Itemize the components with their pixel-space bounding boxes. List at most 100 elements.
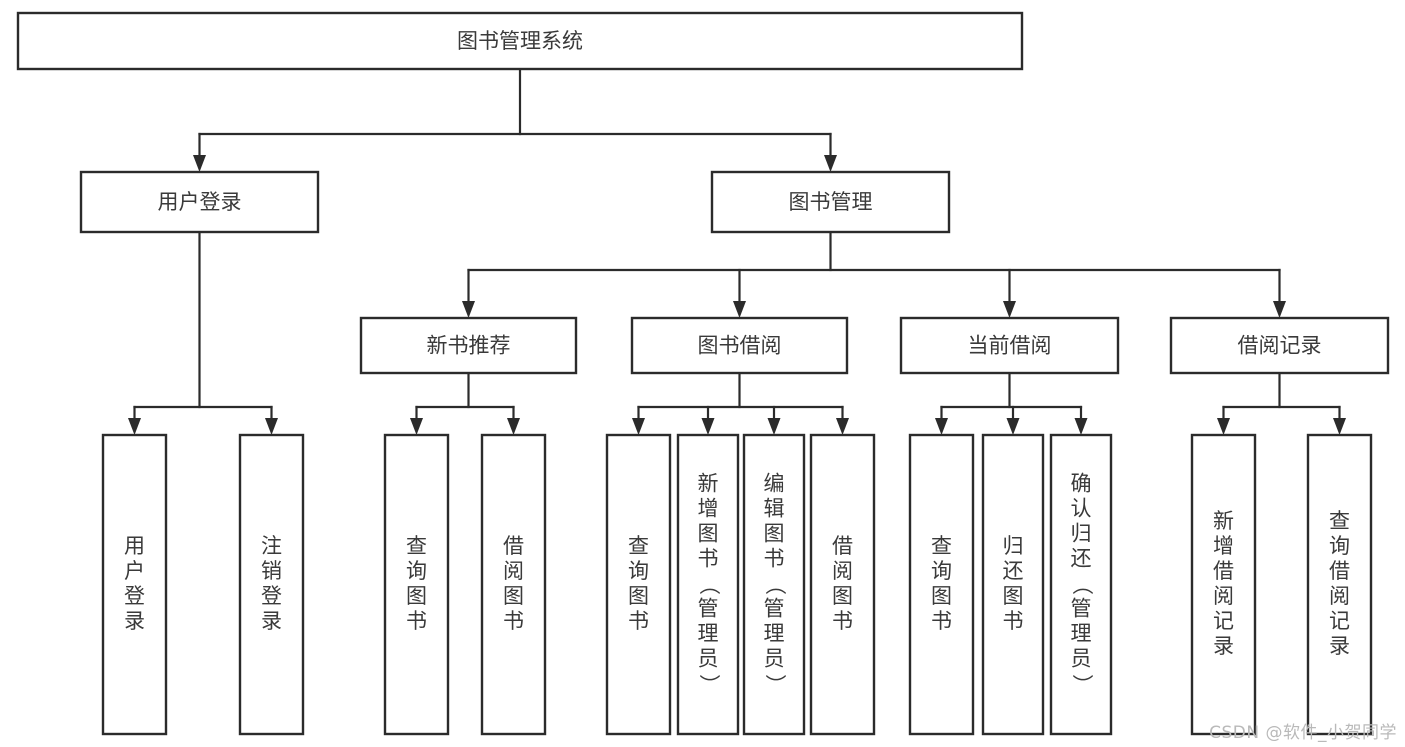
node-box[interactable]	[1169, 316, 1390, 375]
node-box[interactable]	[16, 11, 1024, 71]
node-box[interactable]	[1190, 433, 1257, 736]
node-label-char: 新	[698, 472, 719, 496]
node-label-char: 阅	[832, 559, 853, 583]
arrow-head-icon	[462, 301, 475, 318]
node-label-char: 销	[261, 559, 282, 583]
node-label-char: 图	[698, 522, 719, 546]
node-label-char: 员	[764, 647, 785, 671]
node-root[interactable]: 图书管理系统	[16, 11, 1024, 71]
node-label-char: 归	[1003, 534, 1024, 558]
node-box[interactable]	[605, 433, 672, 736]
node-label-char: 图	[1003, 584, 1024, 608]
node-label-char: 确	[1071, 472, 1092, 496]
node-box[interactable]	[79, 170, 320, 234]
node-user-login[interactable]: 用户登录	[79, 170, 320, 234]
node-book-borrow[interactable]: 图书借阅	[630, 316, 849, 375]
node-label-char: 借	[1329, 559, 1350, 583]
node-box[interactable]	[908, 433, 975, 736]
node-new-book-recommend[interactable]: 新书推荐	[359, 316, 578, 375]
arrow-head-icon	[935, 418, 948, 435]
node-box[interactable]	[359, 316, 578, 375]
node-box[interactable]	[1049, 433, 1113, 736]
connector-group	[935, 371, 1088, 435]
node-label-char: 新	[1213, 509, 1234, 533]
node-label: 新书推荐	[427, 334, 511, 358]
node-label-char: ）	[763, 674, 787, 695]
node-label-char: 查	[628, 534, 649, 558]
node-label-char: 管	[1071, 597, 1092, 621]
node-label-char: 阅	[1329, 584, 1350, 608]
node-box[interactable]	[676, 433, 740, 736]
node-box[interactable]	[630, 316, 849, 375]
node-current-borrow[interactable]: 当前借阅	[899, 316, 1120, 375]
node-box[interactable]	[899, 316, 1120, 375]
node-label-char: 询	[1329, 534, 1350, 558]
node-label-char: 阅	[503, 559, 524, 583]
node-label-char: ）	[1070, 674, 1094, 695]
node-label-char: 员	[1071, 647, 1092, 671]
node-label-char: 录	[1329, 634, 1350, 658]
node-box[interactable]	[809, 433, 876, 736]
node-book-manage[interactable]: 图书管理	[710, 170, 951, 234]
node-box[interactable]	[101, 433, 168, 736]
node-label: 用户登录	[158, 190, 242, 214]
arrow-head-icon	[836, 418, 849, 435]
node-label-char: 书	[931, 609, 952, 633]
node-label-char: （	[1070, 574, 1094, 595]
node-leaf-user-login[interactable]: 用户登录	[101, 433, 168, 736]
node-label-char: 借	[503, 534, 524, 558]
node-label-char: 书	[1003, 609, 1024, 633]
node-label-char: 录	[1213, 634, 1234, 658]
node-box[interactable]	[1306, 433, 1373, 736]
node-label-char: 注	[261, 534, 282, 558]
node-label-char: 阅	[1213, 584, 1234, 608]
node-box[interactable]	[238, 433, 305, 736]
node-label-char: 用	[124, 534, 145, 558]
node-label: 图书管理	[789, 190, 873, 214]
node-label-char: ）	[697, 674, 721, 695]
node-label-char: 书	[628, 609, 649, 633]
node-box[interactable]	[480, 433, 547, 736]
node-box[interactable]	[710, 170, 951, 234]
node-label-char: 员	[698, 647, 719, 671]
arrow-head-icon	[701, 418, 715, 435]
arrow-head-icon	[265, 418, 278, 435]
arrow-head-icon	[1217, 418, 1230, 435]
node-box[interactable]	[742, 433, 806, 736]
node-label-char: 查	[406, 534, 427, 558]
node-box[interactable]	[383, 433, 450, 736]
node-label-char: 编	[764, 472, 785, 496]
node-label-char: 查	[931, 534, 952, 558]
node-label-char: 书	[698, 547, 719, 571]
node-label-char: 书	[832, 609, 853, 633]
arrow-head-icon	[193, 155, 206, 172]
node-box[interactable]	[981, 433, 1045, 736]
node-label-char: 图	[764, 522, 785, 546]
node-label-char: （	[763, 574, 787, 595]
node-label-char: 图	[406, 584, 427, 608]
node-label-char: 理	[698, 622, 719, 646]
node-label-char: 还	[1003, 559, 1024, 583]
arrow-head-icon	[1074, 418, 1088, 435]
connector-layer	[128, 67, 1346, 435]
node-label-char: 归	[1071, 522, 1092, 546]
node-label-char: 询	[406, 559, 427, 583]
node-label-char: 查	[1329, 509, 1350, 533]
arrow-head-icon	[1003, 301, 1016, 318]
connector-group	[632, 371, 849, 435]
node-label-char: 录	[261, 609, 282, 633]
node-borrow-record[interactable]: 借阅记录	[1169, 316, 1390, 375]
